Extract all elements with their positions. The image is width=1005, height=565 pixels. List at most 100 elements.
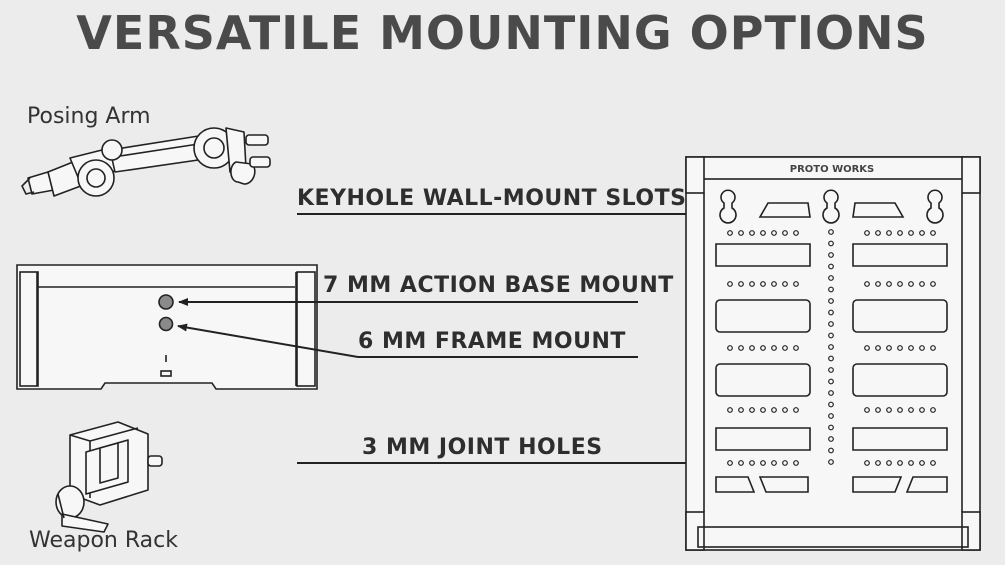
frame-mount-arrow [177, 323, 359, 358]
joint-hole [749, 407, 755, 413]
joint-hole [897, 407, 903, 413]
joint-hole [727, 407, 733, 413]
joint-hole [828, 447, 834, 454]
joint-hole [886, 345, 892, 351]
joint-hole [875, 407, 881, 413]
joint-hole [919, 345, 925, 351]
joint-hole [771, 460, 777, 466]
joint-hole [828, 401, 834, 408]
joint-hole [727, 460, 733, 466]
joint-hole [886, 230, 892, 236]
callout-lines [177, 210, 717, 467]
joint-hole [828, 367, 834, 373]
joint-hole [930, 230, 936, 236]
joint-hole [828, 275, 834, 281]
joint-hole [864, 230, 870, 236]
panel-slots [715, 243, 948, 493]
action-base-callout: 7 MM ACTION BASE MOUNT [323, 273, 674, 298]
joint-hole [930, 281, 936, 287]
joint-hole [828, 436, 834, 442]
joint-hole [782, 407, 788, 413]
joint-hole [919, 230, 925, 236]
weapon-rack-illustration [55, 421, 163, 533]
joint-hole [908, 460, 914, 466]
posing-arm-illustration [21, 127, 271, 197]
joint-hole [738, 345, 744, 351]
joint-holes-callout: 3 MM JOINT HOLES [362, 435, 603, 460]
joint-hole [919, 407, 925, 413]
joint-hole [897, 345, 903, 351]
joint-hole [875, 345, 881, 351]
joint-hole [749, 345, 755, 351]
frame-mount-callout: 6 MM FRAME MOUNT [358, 329, 626, 354]
joint-hole [875, 460, 881, 466]
joint-hole [760, 230, 766, 236]
joint-hole [828, 286, 834, 293]
joint-hole [760, 281, 766, 287]
joint-hole [771, 230, 777, 236]
joint-hole [749, 281, 755, 287]
joint-hole [864, 345, 870, 351]
joint-hole [908, 407, 914, 413]
joint-hole [930, 460, 936, 466]
mounting-panel: PROTO WORKS [685, 156, 981, 551]
joint-hole [908, 230, 914, 236]
joint-hole [864, 281, 870, 287]
panel-brand: PROTO WORKS [790, 164, 875, 175]
joint-hole [749, 460, 755, 466]
joint-hole [793, 230, 799, 236]
base-plate-side-view [16, 264, 318, 390]
joint-hole [727, 230, 733, 236]
joint-hole [771, 345, 777, 351]
joint-hole [828, 321, 834, 327]
joint-hole [782, 460, 788, 466]
joint-hole [828, 240, 834, 247]
frame-mount-hole [158, 316, 174, 332]
joint-hole [828, 413, 834, 419]
joint-hole [930, 407, 936, 413]
joint-hole [782, 345, 788, 351]
joint-hole [782, 230, 788, 236]
joint-hole [828, 332, 834, 339]
joint-hole [828, 390, 834, 396]
joint-hole [864, 407, 870, 413]
joint-hole [782, 281, 788, 287]
keyhole-slots [719, 189, 944, 224]
joint-hole [897, 230, 903, 236]
joint-hole [828, 344, 834, 350]
joint-hole [886, 281, 892, 287]
joint-hole [828, 309, 834, 316]
joint-hole [828, 459, 834, 465]
joint-hole [793, 407, 799, 413]
joint-hole [919, 281, 925, 287]
joint-hole [738, 407, 744, 413]
keyhole-callout: KEYHOLE WALL-MOUNT SLOTS [297, 186, 687, 211]
joint-hole [930, 345, 936, 351]
joint-hole [749, 230, 755, 236]
action-base-mount-hole [158, 294, 174, 310]
joint-hole [828, 355, 834, 362]
joint-hole [828, 424, 834, 431]
joint-hole [828, 298, 834, 304]
joint-hole [727, 345, 733, 351]
joint-hole [771, 407, 777, 413]
joint-hole [760, 345, 766, 351]
joint-hole [727, 281, 733, 287]
joint-hole [793, 281, 799, 287]
joint-hole [760, 407, 766, 413]
joint-holes [727, 229, 936, 466]
joint-hole [828, 263, 834, 270]
joint-hole [908, 281, 914, 287]
joint-hole [875, 281, 881, 287]
joint-hole [875, 230, 881, 236]
joint-hole [760, 460, 766, 466]
joint-hole [738, 460, 744, 466]
joint-hole [828, 252, 834, 258]
joint-hole [738, 230, 744, 236]
joint-hole [908, 345, 914, 351]
joint-hole [864, 460, 870, 466]
joint-hole [897, 281, 903, 287]
joint-hole [738, 281, 744, 287]
joint-hole [828, 378, 834, 385]
